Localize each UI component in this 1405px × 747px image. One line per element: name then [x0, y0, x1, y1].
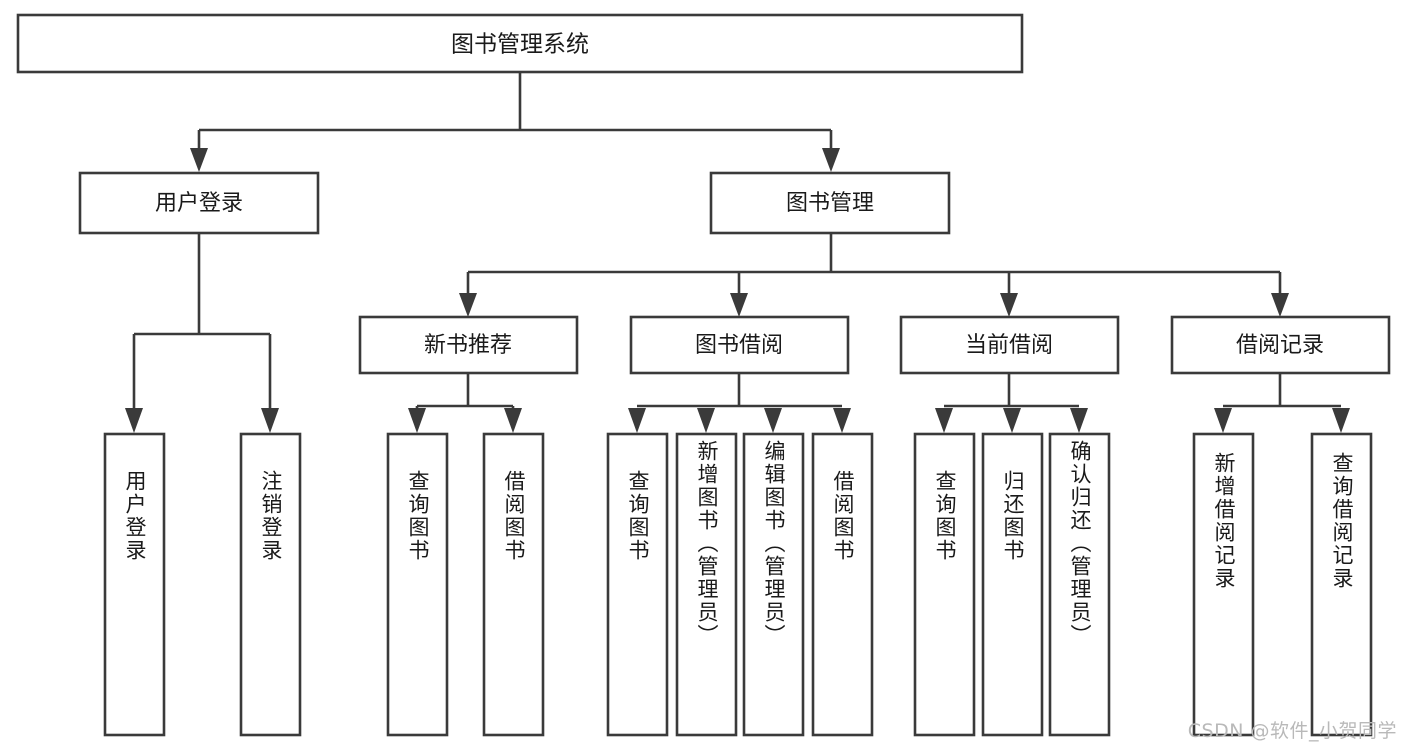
node-new-book-label: 新书推荐 [424, 333, 512, 358]
arrow-bb-leaf-1 [628, 408, 646, 433]
node-root-box[interactable] [16, 13, 1024, 74]
arrow-book-borrow [730, 293, 748, 317]
leaf-box-new-book-1[interactable] [386, 432, 449, 737]
csdn-watermark: CSDN @软件_小贺同学 [1187, 720, 1397, 742]
arrow-book-manage [822, 148, 840, 172]
node-book-manage-label: 图书管理 [786, 191, 874, 216]
leaf-box-book-borrow-4[interactable] [811, 432, 874, 737]
node-borrow-record-box[interactable] [1170, 315, 1391, 375]
node-user-login-box[interactable] [78, 171, 320, 235]
leaf-box-user-login-2[interactable] [239, 432, 302, 737]
arrow-cb-leaf-1 [935, 408, 953, 433]
leaf-box-user-login-1[interactable] [103, 432, 166, 737]
leaf-box-new-book-2[interactable] [482, 432, 545, 737]
arrow-user-login [190, 148, 208, 172]
arrow-br-leaf-1 [1214, 408, 1232, 433]
node-current-borrow-box[interactable] [899, 315, 1120, 375]
arrow-leaf-logout [261, 408, 279, 433]
node-book-borrow-box[interactable] [629, 315, 850, 375]
arrow-nb-leaf-1 [408, 408, 426, 433]
leaf-box-book-borrow-2[interactable] [675, 432, 738, 737]
arrow-cb-leaf-2 [1003, 408, 1021, 433]
node-book-borrow-label: 图书借阅 [695, 333, 783, 358]
arrow-new-book [459, 293, 477, 317]
leaf-box-borrow-record-2[interactable] [1310, 432, 1373, 737]
leaf-box-current-borrow-3[interactable] [1048, 432, 1111, 737]
leaf-box-book-borrow-3[interactable] [742, 432, 805, 737]
connector-group [125, 72, 1350, 433]
arrow-borrow-record [1271, 293, 1289, 317]
arrow-nb-leaf-2 [504, 408, 522, 433]
node-book-manage-box[interactable] [709, 171, 951, 235]
node-root-label: 图书管理系统 [451, 32, 589, 58]
leaf-box-current-borrow-1[interactable] [913, 432, 976, 737]
node-current-borrow-label: 当前借阅 [965, 333, 1053, 358]
arrow-current-borrow [1000, 293, 1018, 317]
arrow-bb-leaf-4 [833, 408, 851, 433]
arrow-leaf-user-login [125, 408, 143, 433]
leaf-box-borrow-record-1[interactable] [1192, 432, 1255, 737]
node-borrow-record-label: 借阅记录 [1236, 333, 1324, 358]
leaf-box-book-borrow-1[interactable] [606, 432, 669, 737]
arrow-bb-leaf-2 [697, 408, 715, 433]
node-new-book-box[interactable] [358, 315, 579, 375]
arrow-cb-leaf-3 [1070, 408, 1088, 433]
arrow-br-leaf-2 [1332, 408, 1350, 433]
leaf-box-current-borrow-2[interactable] [981, 432, 1044, 737]
node-user-login-label: 用户登录 [155, 191, 243, 216]
arrow-bb-leaf-3 [764, 408, 782, 433]
